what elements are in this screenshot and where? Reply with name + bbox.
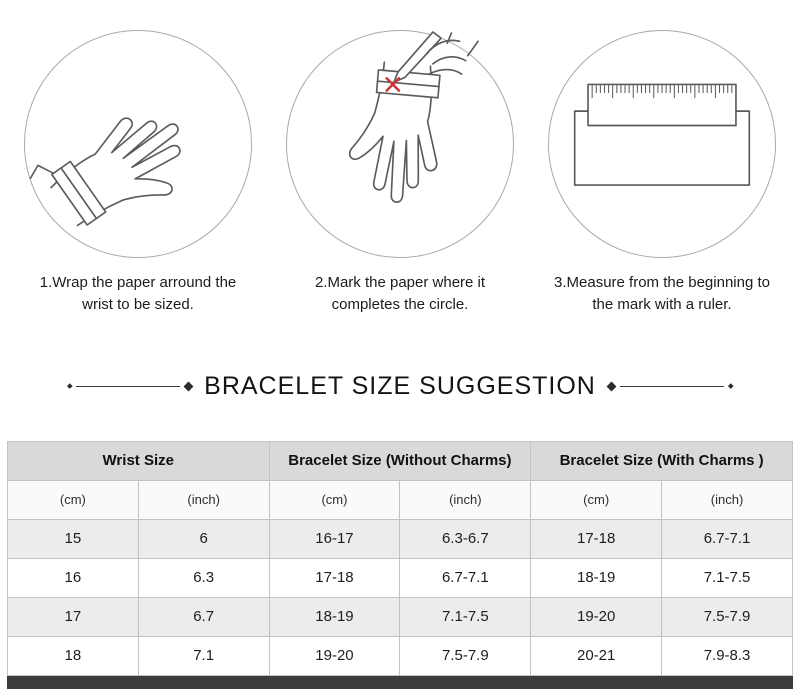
section-title-row: BRACELET SIZE SUGGESTION: [0, 372, 800, 401]
step-3-circle: [548, 30, 776, 258]
table-cell: 20-21: [530, 635, 663, 676]
unit-cell: (cm): [530, 479, 663, 520]
left-decoration: [66, 381, 194, 391]
diamond-icon: [728, 383, 734, 389]
step-3-caption: 3.Measure from the beginning to the mark…: [554, 274, 770, 313]
table-cell: 7.1-7.5: [661, 557, 793, 598]
table-cell: 7.5-7.9: [399, 635, 532, 676]
table-cell: 7.5-7.9: [661, 596, 793, 637]
size-table: Wrist Size Bracelet Size (Without Charms…: [7, 440, 793, 689]
table-cell: 18-19: [268, 596, 401, 637]
table-cell: 6.7-7.1: [399, 557, 532, 598]
table-row: 17 6.7 18-19 7.1-7.5 19-20 7.5-7.9: [7, 596, 793, 637]
table-unit-row: (cm) (inch) (cm) (inch) (cm) (inch): [7, 479, 793, 520]
table-cell: 6.7: [137, 596, 270, 637]
table-cell: 6.3-6.7: [399, 518, 532, 559]
table-cell: 16: [7, 557, 139, 598]
step-1-circle: [24, 30, 252, 258]
table-cell: 19-20: [268, 635, 401, 676]
table-cell: 6: [137, 518, 270, 559]
table-cell: 7.9-8.3: [661, 635, 793, 676]
step-2-caption: 2.Mark the paper where it completes the …: [314, 274, 486, 313]
table-cell: 17-18: [268, 557, 401, 598]
unit-cell: (inch): [661, 479, 793, 520]
table-cell: 18-19: [530, 557, 663, 598]
table-partial-row: [7, 674, 793, 689]
ruler-measure-icon: [573, 83, 751, 186]
table-row: 15 6 16-17 6.3-6.7 17-18 6.7-7.1: [7, 518, 793, 559]
unit-cell: (inch): [137, 479, 270, 520]
table-cell: 17-18: [530, 518, 663, 559]
table-cell: 19-20: [530, 596, 663, 637]
decoration-line: [619, 385, 724, 387]
table-row: 16 6.3 17-18 6.7-7.1 18-19 7.1-7.5: [7, 557, 793, 598]
table-group-header-row: Wrist Size Bracelet Size (Without Charms…: [7, 440, 793, 481]
step-2-circle: [286, 30, 514, 258]
group-header-with-charms: Bracelet Size (With Charms ): [530, 440, 793, 481]
table-cell: 16-17: [268, 518, 401, 559]
diamond-icon: [66, 383, 72, 389]
table-cell: 6.3: [137, 557, 270, 598]
unit-cell: (cm): [268, 479, 401, 520]
diamond-icon: [183, 381, 194, 391]
pen-marking-wrist-icon: [348, 31, 479, 203]
table-cell: 15: [7, 518, 139, 559]
decoration-line: [76, 385, 181, 387]
table-cell: 17: [7, 596, 139, 637]
table-cell: 6.7-7.1: [661, 518, 793, 559]
table-partial-cell: [7, 674, 793, 689]
step-2: 2.Mark the paper where it completes the …: [274, 30, 526, 316]
table-cell: 7.1: [137, 635, 270, 676]
unit-cell: (inch): [399, 479, 532, 520]
table-cell: 18: [7, 635, 139, 676]
unit-cell: (cm): [7, 479, 139, 520]
instruction-steps: 1.Wrap the paper arround the wrist to be…: [0, 30, 800, 316]
right-decoration: [606, 381, 734, 391]
step-1: 1.Wrap the paper arround the wrist to be…: [12, 30, 264, 316]
group-header-without-charms: Bracelet Size (Without Charms): [268, 440, 532, 481]
step-1-caption: 1.Wrap the paper arround the wrist to be…: [39, 274, 237, 313]
diamond-icon: [606, 381, 617, 391]
table-cell: 7.1-7.5: [399, 596, 532, 637]
table-row: 18 7.1 19-20 7.5-7.9 20-21 7.9-8.3: [7, 635, 793, 676]
page-title: BRACELET SIZE SUGGESTION: [204, 371, 596, 400]
group-header-wrist-size: Wrist Size: [7, 440, 270, 481]
hand-wrapped-paper-icon: [29, 117, 181, 227]
step-3: 3.Measure from the beginning to the mark…: [536, 30, 788, 316]
